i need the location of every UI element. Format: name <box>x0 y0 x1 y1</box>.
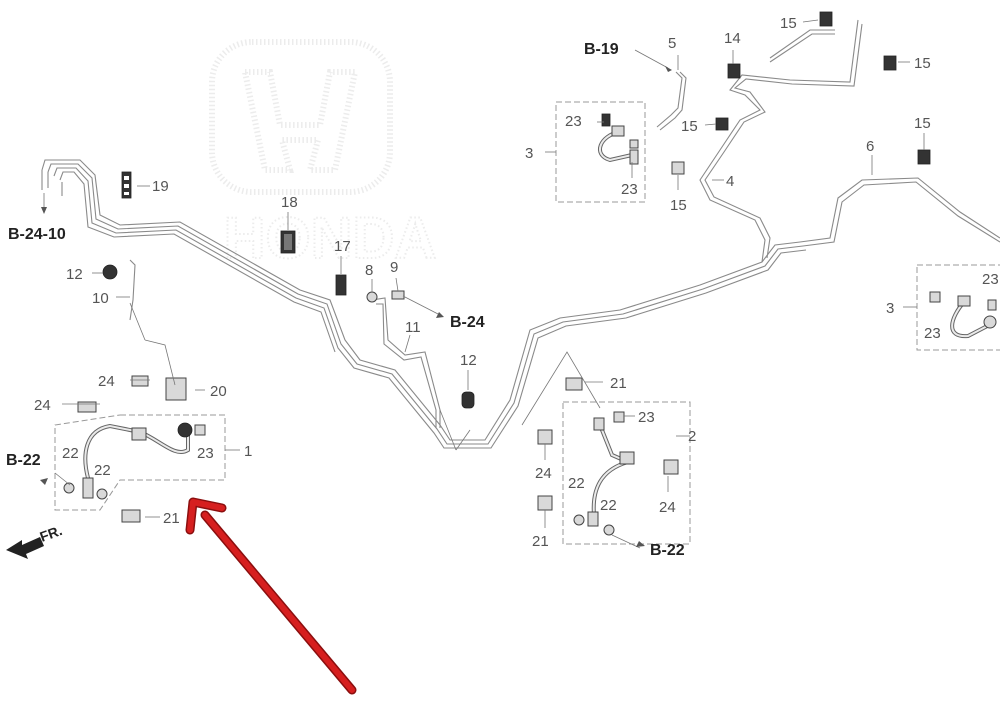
label-4: 4 <box>726 173 734 190</box>
hose-assembly-3-right <box>929 291 997 339</box>
part-number-labels: 5 14 15 15 15 15 15 4 6 3 23 23 3 23 23 … <box>34 15 999 550</box>
label-21-center: 21 <box>532 533 549 550</box>
label-10: 10 <box>92 290 109 307</box>
red-callout-arrow <box>185 497 357 695</box>
label-9: 9 <box>390 259 398 276</box>
label-15-c: 15 <box>681 118 698 135</box>
clip-15-c <box>715 117 729 131</box>
pipe-10 <box>129 259 136 321</box>
label-15-d: 15 <box>670 197 687 214</box>
ref-b24-10: B-24-10 <box>8 226 66 243</box>
grommet-12-center <box>461 391 475 409</box>
watermark-text: HONDA <box>224 206 437 271</box>
label-24-c: 24 <box>535 465 552 482</box>
clip-15-a <box>819 11 833 27</box>
label-3-right: 3 <box>886 300 894 317</box>
clip-16 <box>335 274 347 296</box>
label-14: 14 <box>724 30 741 47</box>
ref-b22-center: B-22 <box>650 542 685 559</box>
label-16: 17 <box>334 238 351 255</box>
label-3-top: 3 <box>525 145 533 162</box>
label-15-e: 15 <box>914 115 931 132</box>
label-23-top-a: 23 <box>565 113 582 130</box>
label-15-b: 15 <box>914 55 931 72</box>
clip-15-b <box>883 55 897 71</box>
clip-15-d <box>671 161 685 175</box>
label-5: 5 <box>668 35 676 52</box>
fitting-9 <box>391 290 405 300</box>
label-23-right-b: 23 <box>982 271 999 288</box>
ref-b22-left: B-22 <box>6 452 41 469</box>
fitting-8 <box>366 291 378 303</box>
pipe-4-upper <box>699 19 863 263</box>
clip-15-e <box>917 149 931 165</box>
label-2: 2 <box>688 428 696 445</box>
label-17: 18 <box>281 194 298 211</box>
leader-arrowheads <box>40 66 672 547</box>
ref-b24: B-24 <box>450 314 485 331</box>
label-23-top-b: 23 <box>621 181 638 198</box>
label-23-center: 23 <box>638 409 655 426</box>
label-19: 20 <box>210 383 227 400</box>
label-22-d: 22 <box>600 497 617 514</box>
front-direction-arrow: FR. <box>6 522 64 559</box>
label-6: 6 <box>866 138 874 155</box>
label-24-d: 24 <box>659 499 676 516</box>
group-box-1 <box>54 414 226 511</box>
hose-assembly-1 <box>63 375 206 523</box>
label-15-a: 15 <box>780 15 797 32</box>
clamp-17 <box>280 230 296 254</box>
hose-assembly-3-top <box>598 113 639 165</box>
direction-label: FR. <box>38 522 65 545</box>
ref-b19: B-19 <box>584 41 619 58</box>
label-23-right-a: 23 <box>924 325 941 342</box>
label-11: 11 <box>405 319 421 336</box>
label-18: 19 <box>152 178 169 195</box>
label-12-center: 12 <box>460 352 477 369</box>
watermark-logo: HONDA <box>209 39 437 272</box>
clamp-18 <box>121 171 132 199</box>
label-24-b: 24 <box>34 397 51 414</box>
label-21-left: 21 <box>163 510 180 527</box>
label-22-c: 22 <box>568 475 585 492</box>
label-8: 8 <box>365 262 373 279</box>
clip-14 <box>727 63 741 79</box>
group-box-3-right <box>916 264 1000 351</box>
hose-assembly-2 <box>537 377 679 536</box>
label-20: 21 <box>610 375 627 392</box>
group-box-2 <box>562 401 691 545</box>
pipe-5 <box>656 71 687 131</box>
label-22-b: 22 <box>94 462 111 479</box>
label-1: 1 <box>244 443 252 460</box>
pipe-bundle-left <box>41 159 1000 449</box>
label-22-a: 22 <box>62 445 79 462</box>
reference-labels: B-19 B-24-10 B-24 B-22 B-22 <box>6 41 685 559</box>
label-12-left: 12 <box>66 266 83 283</box>
label-24-a: 24 <box>98 373 115 390</box>
pipe-11 <box>371 297 441 428</box>
label-23-left: 23 <box>197 445 214 462</box>
leader-lines <box>43 19 925 549</box>
grommet-12-left <box>102 264 118 280</box>
